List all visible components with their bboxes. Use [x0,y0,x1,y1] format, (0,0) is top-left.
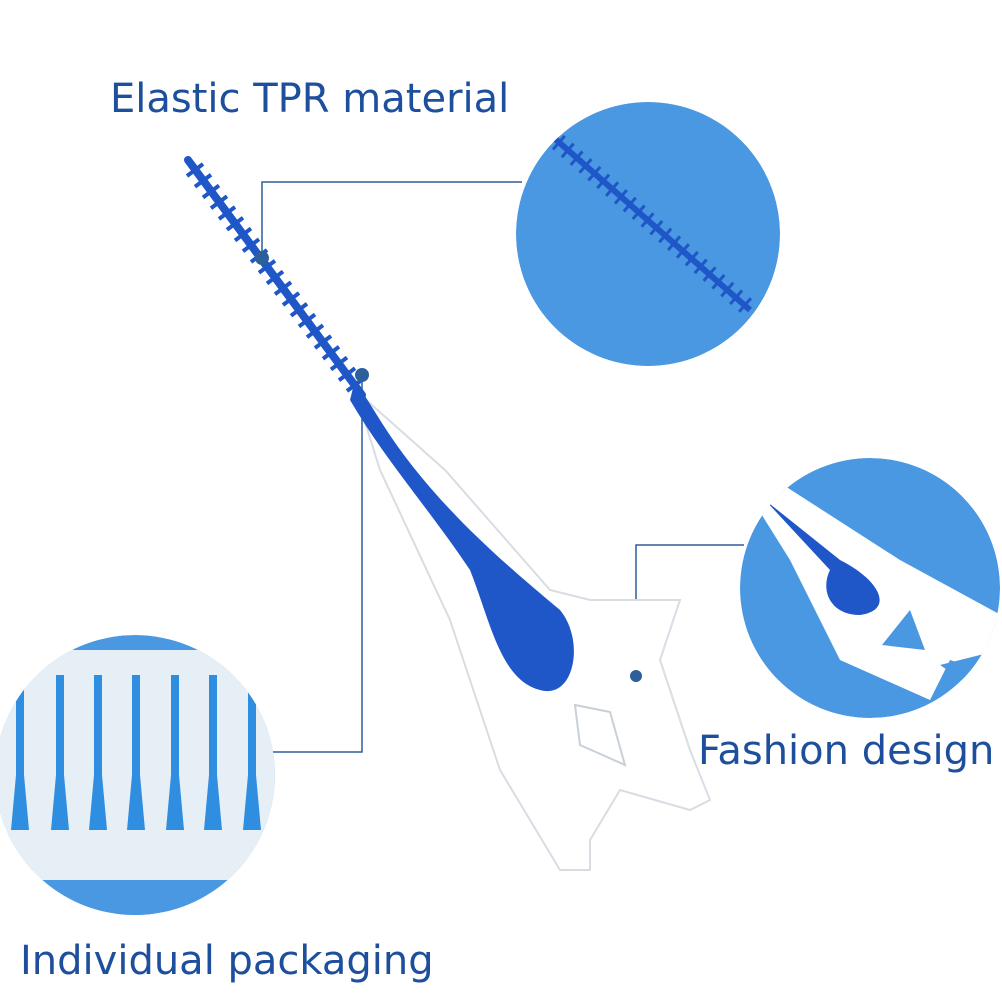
bristle [217,205,237,221]
bristle [329,355,349,372]
bristle [337,366,357,382]
bristle [201,183,221,200]
bristle [613,189,628,205]
bristle [658,227,673,244]
bristle [649,219,664,236]
bristle [596,173,611,190]
bristle [737,297,753,313]
bristle [720,281,735,298]
packaged-brush [248,675,256,775]
bristle [605,181,620,197]
packaged-brush [16,675,24,775]
bristle [551,134,566,151]
bristle [281,291,301,307]
bristle [667,235,682,251]
label-elastic-tpr-material: Elastic TPR material [110,76,510,122]
bristle [209,194,229,210]
packaged-brush [209,675,217,775]
bristle [233,226,253,243]
bristle [560,142,575,159]
packaged-brush [171,675,179,775]
bristle [225,216,245,232]
bristle [313,334,333,350]
bristle [289,302,309,318]
bristle [631,204,646,221]
bristle [185,162,205,178]
packaged-brush [56,675,64,775]
bristle [569,150,584,166]
label-individual-packaging: Individual packaging [20,938,434,984]
bristle [640,212,655,228]
bristle [702,266,717,282]
bristle [273,280,293,296]
bristle [684,250,699,267]
bristle [305,323,325,339]
packaging-closeup-circle [0,635,275,915]
bristle [711,274,726,290]
handle-closeup-circle [740,458,1000,718]
bristle [542,127,558,143]
bristle-closeup-circle [516,102,780,366]
packaged-brush [132,675,140,775]
bristle [578,158,593,174]
bristle [265,269,285,286]
bristle [587,165,602,182]
interdental-brush [184,156,712,871]
bristle [622,196,637,213]
bristle [297,312,317,329]
packaged-brush [94,675,102,775]
label-fashion-design: Fashion design [698,728,995,774]
bristle [241,237,261,253]
bristle [729,289,744,306]
bristle [693,258,708,275]
bristle [675,243,690,259]
bristle [321,345,341,361]
bristle [257,259,277,275]
bristle [193,173,213,189]
